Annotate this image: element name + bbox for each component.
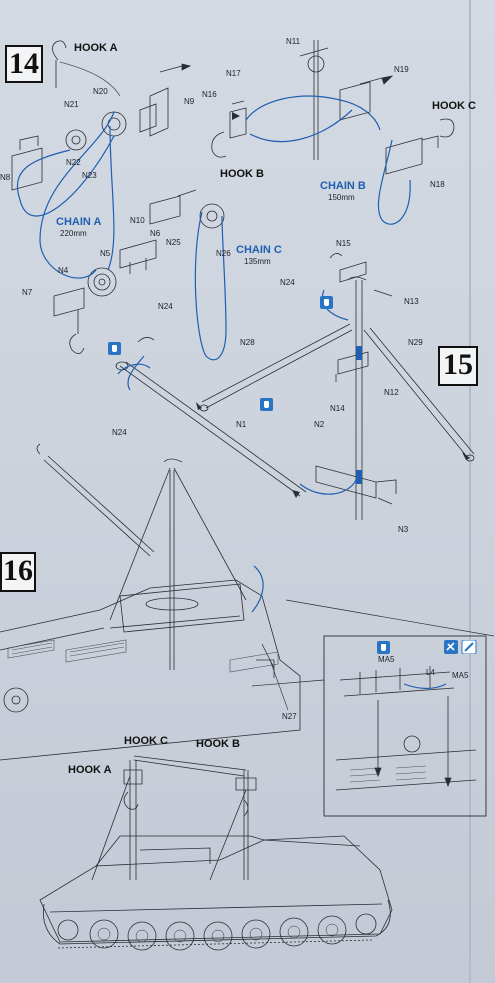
hook-b-label-final: HOOK B — [196, 738, 240, 750]
part-label: MA5 — [378, 655, 395, 664]
part-label: N23 — [82, 171, 97, 180]
part-label: N2 — [314, 420, 325, 429]
part-label: N26 — [216, 249, 231, 258]
glue-icon — [108, 342, 121, 355]
part-label: N22 — [66, 158, 81, 167]
part-label: N20 — [93, 87, 108, 96]
chain-b-title: CHAIN B — [320, 180, 366, 192]
hook-c-label-final: HOOK C — [124, 735, 168, 747]
part-label: N18 — [430, 180, 445, 189]
part-label: N4 — [58, 266, 69, 275]
part-label: L4 — [426, 668, 435, 677]
glue-icon — [260, 398, 273, 411]
part-label: N15 — [336, 239, 351, 248]
part-label: N28 — [240, 338, 255, 347]
detail-inset-frame — [323, 635, 487, 817]
part-label: N24 — [158, 302, 173, 311]
chain-b-length: 150mm — [328, 193, 355, 202]
part-label: N3 — [398, 525, 409, 534]
chain-a-title: CHAIN A — [56, 216, 102, 228]
chain-c-length: 135mm — [244, 257, 271, 266]
road-wheel — [57, 919, 79, 941]
glue-icon — [377, 641, 390, 654]
part-label: N14 — [330, 404, 345, 413]
chain-a-line — [16, 111, 115, 279]
part-label: N17 — [226, 69, 241, 78]
chain-b-line — [245, 95, 411, 225]
part-label: N10 — [130, 216, 145, 225]
part-label: N29 — [408, 338, 423, 347]
paint-icon — [444, 640, 477, 654]
step-number-15: 15 — [438, 346, 478, 386]
part-label: N27 — [282, 712, 297, 721]
part-label: N19 — [394, 65, 409, 74]
part-label: N5 — [100, 249, 111, 258]
hook-a-part — [52, 40, 67, 61]
part-label: N21 — [64, 100, 79, 109]
hook-b-part — [211, 131, 227, 158]
chain-c-title: CHAIN C — [236, 244, 282, 256]
part-label: N24 — [112, 428, 127, 437]
hook-a-label: HOOK A — [74, 42, 118, 54]
part-label: N7 — [22, 288, 33, 297]
hook-b-label: HOOK B — [220, 168, 264, 180]
part-label: N9 — [184, 97, 195, 106]
pulley-n22 — [65, 129, 87, 151]
part-label: N8 — [0, 173, 11, 182]
part-label: MA5 — [452, 671, 469, 680]
pulley-n26 — [199, 203, 225, 229]
step-number-16: 16 — [0, 552, 36, 592]
hook-a-label-final: HOOK A — [68, 764, 112, 776]
hook-c-label: HOOK C — [432, 100, 476, 112]
glue-icon — [320, 296, 333, 309]
chain-a-length: 220mm — [60, 229, 87, 238]
chain-c-line — [194, 211, 227, 361]
step-number-14: 14 — [5, 45, 43, 83]
drum-n20 — [101, 111, 127, 137]
part-label: N6 — [150, 229, 161, 238]
part-label: N16 — [202, 90, 217, 99]
part-label: N25 — [166, 238, 181, 247]
pulley-n5 — [87, 267, 117, 297]
part-label: N1 — [236, 420, 247, 429]
chain-lines — [16, 95, 447, 690]
part-label: N12 — [384, 388, 399, 397]
part-label: N13 — [404, 297, 419, 306]
part-label: N24 — [280, 278, 295, 287]
part-label: N11 — [286, 37, 301, 46]
